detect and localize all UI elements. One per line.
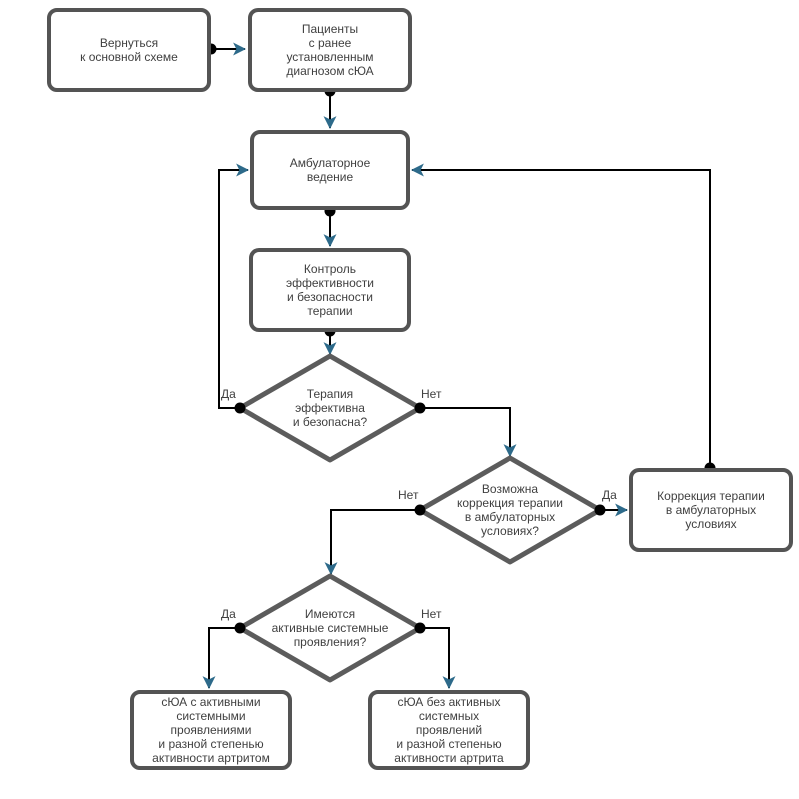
junction-dot	[234, 402, 246, 414]
junction-dot	[414, 504, 426, 516]
decision-correction-possible-label-box: Возможна коррекция терапии в амбулаторны…	[420, 468, 600, 552]
node-patients-label: Пациенты с ранее установленным диагнозом…	[286, 22, 374, 78]
node-no-systemic[interactable]: сЮА без активных системных проявлений и …	[368, 690, 530, 770]
node-correction[interactable]: Коррекция терапии в амбулаторных условия…	[629, 468, 793, 552]
node-outpatient-label: Амбулаторное ведение	[289, 156, 371, 184]
node-return[interactable]: Вернуться к основной схеме	[47, 8, 211, 92]
edge-correction-possible-no	[324, 509, 420, 576]
edge-label-correction-no: Нет	[398, 488, 419, 502]
decision-effective-label-box: Терапия эффективна и безопасна?	[240, 366, 420, 450]
decision-systemic-label: Имеются активные системные проявления?	[271, 607, 389, 649]
junction-dot	[414, 622, 426, 634]
node-patients[interactable]: Пациенты с ранее установленным диагнозом…	[248, 8, 412, 92]
node-return-label: Вернуться к основной схеме	[80, 36, 178, 64]
edge-label-systemic-no: Нет	[421, 607, 442, 621]
junction-dot	[594, 504, 606, 516]
edge-label-effective-yes: Да	[221, 387, 236, 401]
junction-dot	[414, 402, 426, 414]
node-correction-label: Коррекция терапии в амбулаторных условия…	[657, 489, 765, 531]
edge-systemic-yes	[202, 627, 240, 690]
node-control[interactable]: Контроль эффективности и безопасности те…	[249, 248, 411, 332]
node-active-systemic[interactable]: сЮА с активными системными проявлениями …	[130, 690, 292, 770]
junction-dot	[234, 622, 246, 634]
decision-systemic-shape[interactable]	[237, 573, 423, 683]
decision-correction-possible-shape[interactable]	[417, 455, 603, 565]
decision-effective-label: Терапия эффективна и безопасна?	[292, 387, 368, 429]
node-outpatient[interactable]: Амбулаторное ведение	[250, 130, 410, 210]
edge-label-systemic-yes: Да	[221, 607, 236, 621]
decision-correction-possible-label: Возможна коррекция терапии в амбулаторны…	[456, 482, 564, 538]
edge-effective-no	[420, 407, 517, 458]
node-active-systemic-label: сЮА с активными системными проявлениями …	[152, 695, 270, 765]
edge-label-correction-yes: Да	[602, 488, 617, 502]
node-no-systemic-label: сЮА без активных системных проявлений и …	[394, 695, 504, 765]
decision-systemic-label-box: Имеются активные системные проявления?	[240, 586, 420, 670]
decision-effective-shape[interactable]	[237, 353, 423, 463]
edge-effective-yes-feedback	[218, 163, 250, 409]
edge-label-effective-no: Нет	[421, 387, 442, 401]
edge-correction-feedback	[410, 163, 711, 468]
edge-systemic-no	[420, 627, 456, 690]
node-control-label: Контроль эффективности и безопасности те…	[285, 262, 374, 318]
